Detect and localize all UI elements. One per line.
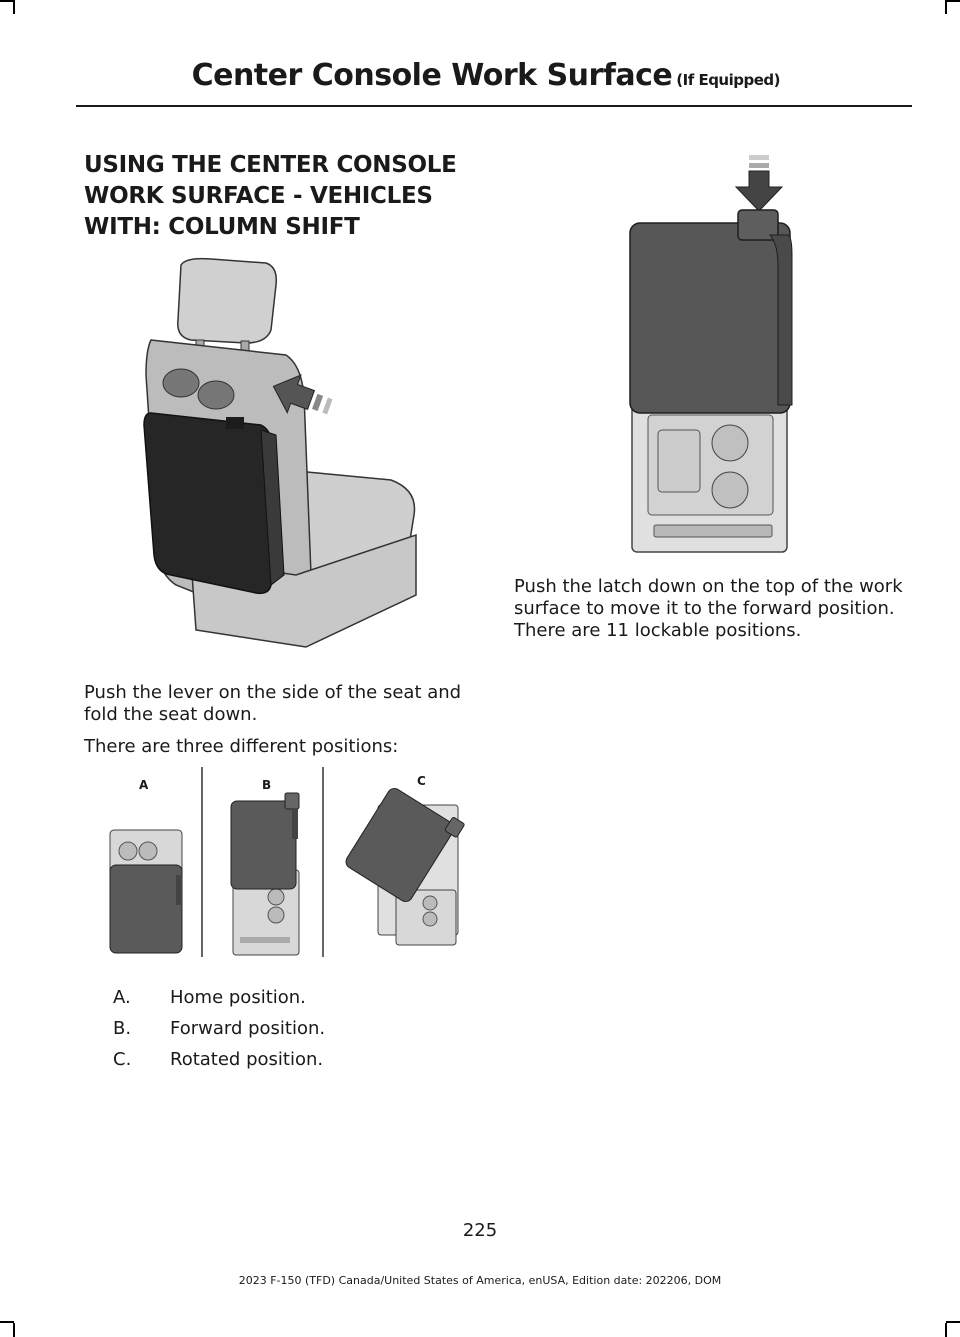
paragraph-line: Push the latch down on the top of the wo… bbox=[514, 576, 903, 597]
list-item-text: Forward position. bbox=[170, 1018, 326, 1039]
positions-list: A. Home position. B. Forward position. C… bbox=[113, 982, 473, 1075]
work-surface-illustration bbox=[629, 155, 793, 553]
crop-mark bbox=[946, 1321, 960, 1323]
list-item-letter: A. bbox=[113, 987, 131, 1008]
figure-label-b: B bbox=[262, 778, 272, 792]
section-heading: USING THE CENTER CONSOLE WORK SURFACE - … bbox=[84, 150, 484, 243]
paragraph-line: surface to move it to the forward positi… bbox=[514, 598, 895, 619]
list-item-text: Home position. bbox=[170, 987, 306, 1008]
list-item-text: Rotated position. bbox=[170, 1049, 324, 1070]
section-heading-line: WITH: COLUMN SHIFT bbox=[84, 214, 360, 240]
crop-mark bbox=[13, 1323, 15, 1337]
latch-paragraph: Push the latch down on the top of the wo… bbox=[514, 576, 914, 642]
page-header: Center Console Work Surface(If Equipped) bbox=[191, 58, 781, 93]
instruction-paragraph: Push the lever on the side of the seat a… bbox=[84, 682, 484, 726]
section-heading-line: WORK SURFACE - VEHICLES bbox=[84, 183, 433, 209]
crop-mark bbox=[0, 0, 14, 2]
list-item-letter: B. bbox=[113, 1018, 132, 1039]
seat-illustration bbox=[143, 257, 417, 648]
page-number: 225 bbox=[462, 1220, 498, 1241]
page-footer: 2023 F-150 (TFD) Canada/United States of… bbox=[238, 1274, 722, 1287]
list-item: C. Rotated position. bbox=[113, 1044, 473, 1075]
section-heading-line: USING THE CENTER CONSOLE bbox=[84, 152, 457, 178]
header-subtitle: (If Equipped) bbox=[676, 71, 780, 89]
figure-label-a: A bbox=[139, 778, 149, 792]
list-item-letter: C. bbox=[113, 1049, 132, 1070]
crop-mark bbox=[946, 0, 960, 2]
paragraph-line: fold the seat down. bbox=[84, 704, 258, 725]
header-title: Center Console Work Surface bbox=[191, 58, 673, 93]
crop-mark bbox=[0, 1321, 14, 1323]
positions-figure bbox=[109, 767, 465, 957]
paragraph-line: There are 11 lockable positions. bbox=[514, 620, 802, 641]
list-item: B. Forward position. bbox=[113, 1013, 473, 1044]
figure-label-c: C bbox=[417, 774, 426, 788]
crop-mark bbox=[945, 1323, 947, 1337]
paragraph-line: Push the lever on the side of the seat a… bbox=[84, 682, 462, 703]
list-item: A. Home position. bbox=[113, 982, 473, 1013]
crop-mark bbox=[13, 0, 15, 14]
positions-intro: There are three different positions: bbox=[84, 736, 399, 757]
crop-mark bbox=[945, 0, 947, 14]
header-rule bbox=[76, 105, 912, 107]
